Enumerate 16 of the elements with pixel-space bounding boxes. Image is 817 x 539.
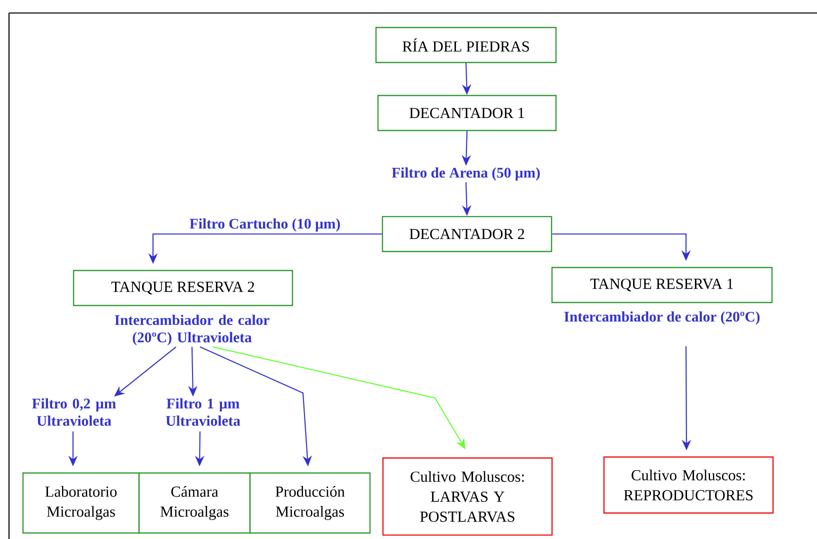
culture-box: Cultivo Moluscos: REPRODUCTORES	[603, 456, 774, 514]
filter-label: Filtro 0,2 µm Ultravioleta	[32, 398, 116, 426]
process-box: Cámara Microalgas	[138, 472, 251, 534]
culture-box: Cultivo Moluscos: LARVAS Y POSTLARVAS	[382, 457, 553, 536]
process-box: DECANTADOR 1	[377, 94, 557, 132]
process-box: Producción Microalgas	[249, 472, 371, 534]
process-label: Intercambiador de calor (20ºC)	[564, 311, 760, 325]
tank-box: TANQUE RESERVA 2	[72, 270, 294, 306]
process-box: Laboratorio Microalgas	[22, 472, 140, 534]
process-box: DECANTADOR 2	[382, 216, 552, 252]
process-label: Intercambiador de calor (20ºC) Ultravioleta	[114, 314, 270, 346]
filter-label: Filtro 1 µm Ultravioleta	[166, 398, 240, 426]
edge-label: Filtro Cartucho (10 µm)	[188, 217, 342, 233]
process-label: Filtro de Arena (50 µm)	[392, 167, 540, 181]
tank-box: TANQUE RESERVA 1	[551, 266, 773, 304]
process-box: RÍA DEL PIEDRAS	[375, 26, 557, 64]
